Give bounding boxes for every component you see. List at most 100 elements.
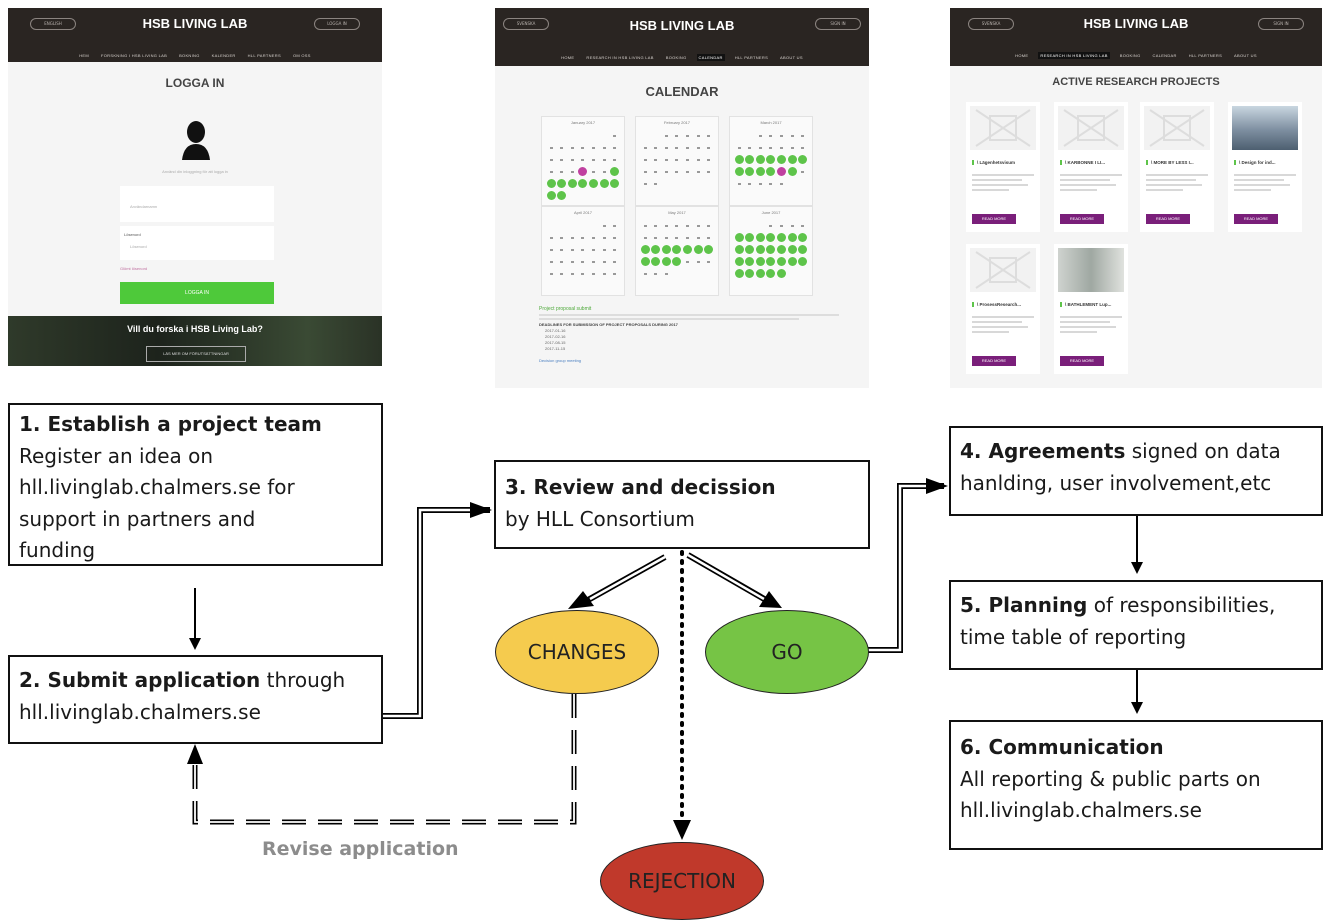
project-card[interactable]: \ Design for ind...READ MORE — [1228, 102, 1302, 232]
calendar-day[interactable] — [672, 245, 682, 254]
calendar-day[interactable] — [546, 179, 556, 188]
calendar-day[interactable] — [734, 233, 744, 242]
calendar-day[interactable] — [766, 269, 776, 278]
calendar-day[interactable] — [745, 155, 755, 164]
nav-item[interactable]: HLL PARTNERS — [734, 55, 769, 60]
calendar-day[interactable] — [546, 191, 556, 200]
project-card[interactable]: \ BATHLEMENT Lup...READ MORE — [1054, 244, 1128, 374]
calendar-day[interactable] — [798, 155, 808, 164]
calendar-day[interactable] — [777, 257, 787, 266]
calendar-day[interactable] — [745, 269, 755, 278]
calendar-day[interactable] — [640, 245, 650, 254]
calendar-day[interactable] — [777, 269, 787, 278]
nav-item[interactable]: BOKNING — [179, 53, 200, 58]
calendar-day[interactable] — [755, 233, 765, 242]
read-more-button[interactable]: READ MORE — [972, 214, 1016, 224]
project-card[interactable]: \ KARBONNE I LI...READ MORE — [1054, 102, 1128, 232]
calendar-day[interactable] — [734, 269, 744, 278]
nav-item[interactable]: HLL PARTNERS — [247, 53, 281, 58]
calendar-day[interactable] — [777, 155, 787, 164]
password-field[interactable] — [120, 226, 274, 260]
sign-in-button[interactable]: SIGN IN — [815, 18, 861, 30]
calendar-day[interactable] — [798, 257, 808, 266]
calendar-day[interactable] — [777, 245, 787, 254]
read-more-button[interactable]: READ MORE — [1234, 214, 1278, 224]
calendar-day[interactable] — [766, 155, 776, 164]
calendar-day[interactable] — [672, 257, 682, 266]
nav-item-active[interactable]: RESEARCH IN HSB LIVING LAB — [1038, 52, 1110, 59]
nav-item-active[interactable]: CALENDAR — [696, 54, 725, 61]
calendar-day[interactable] — [745, 257, 755, 266]
calendar-day[interactable] — [734, 257, 744, 266]
calendar-day[interactable] — [651, 257, 661, 266]
calendar-day[interactable] — [755, 167, 765, 176]
calendar-day[interactable] — [693, 245, 703, 254]
language-button[interactable]: SVENSKA — [503, 18, 549, 30]
nav-item[interactable]: BOOKING — [1119, 53, 1141, 58]
calendar-day[interactable] — [766, 257, 776, 266]
read-more-button[interactable]: READ MORE — [1060, 214, 1104, 224]
calendar-day[interactable] — [599, 179, 609, 188]
nav-item[interactable]: HOME — [561, 55, 575, 60]
nav-item[interactable]: BOOKING — [665, 55, 687, 60]
calendar-day[interactable] — [610, 179, 620, 188]
language-button[interactable]: ENGLISH — [30, 18, 76, 30]
calendar-day[interactable] — [777, 167, 787, 176]
calendar-day[interactable] — [745, 233, 755, 242]
read-more-button[interactable]: READ MORE — [1060, 356, 1104, 366]
calendar-day[interactable] — [798, 245, 808, 254]
calendar-day[interactable] — [755, 155, 765, 164]
calendar-day[interactable] — [661, 245, 671, 254]
calendar-day[interactable] — [567, 179, 577, 188]
calendar-day[interactable] — [745, 245, 755, 254]
project-card[interactable]: \ MORE BY LESS I...READ MORE — [1140, 102, 1214, 232]
calendar-day[interactable] — [745, 167, 755, 176]
calendar-day[interactable] — [755, 269, 765, 278]
calendar-day[interactable] — [734, 245, 744, 254]
login-button[interactable]: LOGGA IN — [120, 282, 274, 304]
nav-item[interactable]: RESEARCH IN HSB LIVING LAB — [586, 55, 654, 60]
nav-item[interactable]: HLL PARTNERS — [1188, 53, 1223, 58]
calendar-day[interactable] — [640, 257, 650, 266]
nav-item[interactable]: OM OSS — [292, 53, 311, 58]
calendar-day[interactable] — [787, 155, 797, 164]
calendar-day[interactable] — [787, 167, 797, 176]
calendar-day[interactable] — [755, 257, 765, 266]
calendar-day[interactable] — [766, 245, 776, 254]
calendar-day[interactable] — [589, 179, 599, 188]
forgot-password-link[interactable]: Glömt lösenord — [120, 266, 148, 271]
decision-meeting-link[interactable]: Decision group meeting — [539, 358, 582, 363]
login-header-button[interactable]: LOGGA IN — [314, 18, 360, 30]
nav-item[interactable]: CALENDAR — [1152, 53, 1177, 58]
calendar-day[interactable] — [766, 233, 776, 242]
calendar-day[interactable] — [683, 245, 693, 254]
calendar-day[interactable] — [734, 167, 744, 176]
nav-item[interactable]: ABOUT US — [1234, 53, 1257, 58]
calendar-day[interactable] — [787, 233, 797, 242]
nav-item[interactable]: FORSKNING I HSB LIVING LAB — [101, 53, 168, 58]
nav-item[interactable]: KALENDER — [211, 53, 236, 58]
nav-item[interactable]: HOME — [1015, 53, 1029, 58]
calendar-day[interactable] — [578, 179, 588, 188]
username-field[interactable] — [120, 186, 274, 222]
calendar-day[interactable] — [777, 233, 787, 242]
calendar-day[interactable] — [651, 245, 661, 254]
read-more-button[interactable]: READ MORE — [1146, 214, 1190, 224]
calendar-day[interactable] — [610, 167, 620, 176]
calendar-day[interactable] — [557, 179, 567, 188]
calendar-day[interactable] — [557, 191, 567, 200]
banner-button[interactable]: LÄS MER OM FÖRUTSÄTTNINGAR — [146, 346, 246, 362]
calendar-day[interactable] — [755, 245, 765, 254]
project-card[interactable]: \ ProsessResearch...READ MORE — [966, 244, 1040, 374]
calendar-day[interactable] — [578, 167, 588, 176]
calendar-day[interactable] — [787, 257, 797, 266]
calendar-day[interactable] — [787, 245, 797, 254]
nav-item[interactable]: HEM — [79, 53, 90, 58]
calendar-day[interactable] — [661, 257, 671, 266]
language-button[interactable]: SVENSKA — [968, 18, 1014, 30]
read-more-button[interactable]: READ MORE — [972, 356, 1016, 366]
calendar-day[interactable] — [704, 245, 714, 254]
calendar-day[interactable] — [766, 167, 776, 176]
calendar-day[interactable] — [734, 155, 744, 164]
